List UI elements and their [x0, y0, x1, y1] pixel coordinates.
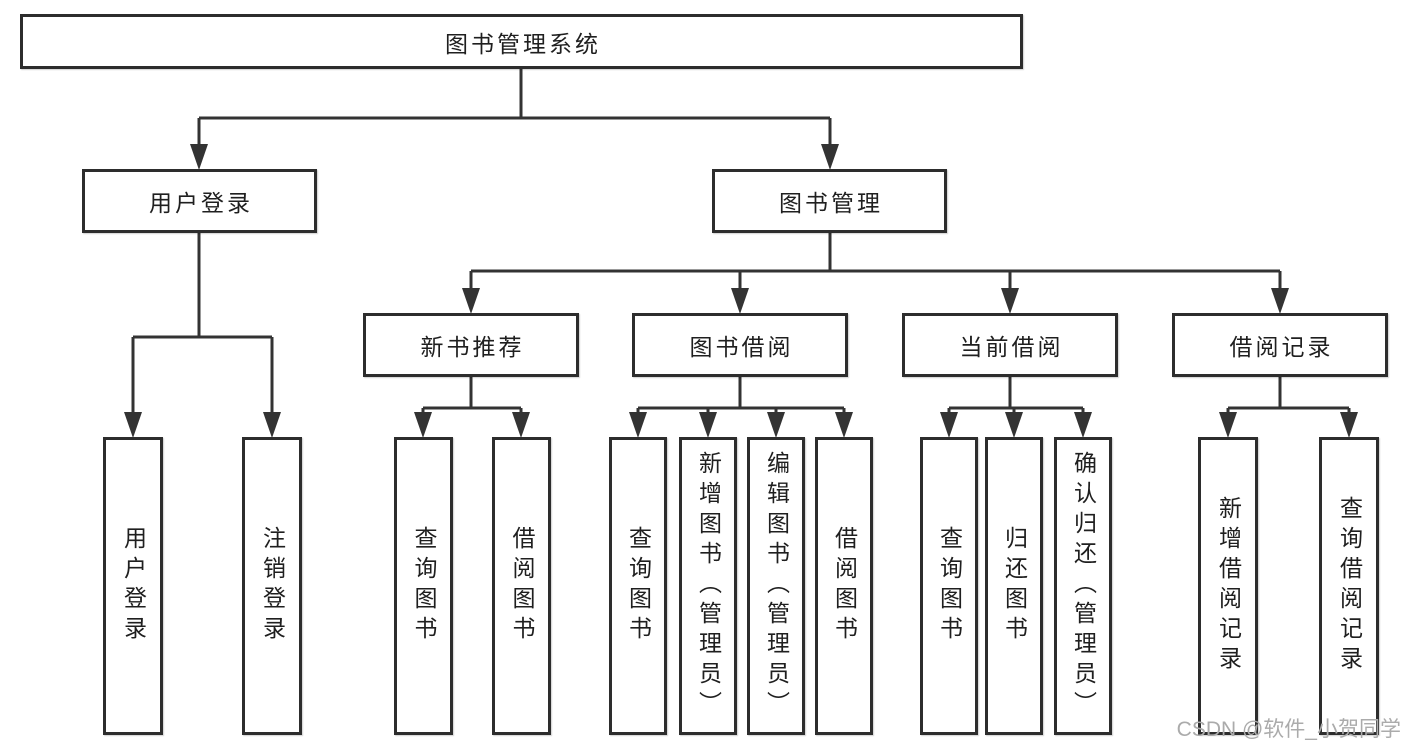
- edge-borrow-records-to-leaves: [1219, 377, 1358, 438]
- leaf-logout: 注销登录: [242, 437, 302, 735]
- leaf-bb-add-books-admin: 新增图书（管理员）: [679, 437, 737, 735]
- leaf-bb-edit-books-admin: 编辑图书（管理员）: [747, 437, 805, 735]
- node-user-login: 用户登录: [82, 169, 317, 233]
- leaf-nb-borrow-books: 借阅图书: [492, 437, 551, 735]
- csdn-watermark: CSDN @软件_小贺同学: [1176, 718, 1401, 741]
- edge-book-borrow-to-leaves: [629, 377, 853, 438]
- node-book-management: 图书管理: [712, 169, 947, 233]
- leaf-cb-return-books: 归还图书: [985, 437, 1043, 735]
- leaf-bb-query-books: 查询图书: [609, 437, 667, 735]
- leaf-nb-query-books: 查询图书: [394, 437, 453, 735]
- node-root-library-system: 图书管理系统: [20, 14, 1023, 69]
- edge-book-mgmt-to-level3: [462, 233, 1289, 314]
- leaf-cb-confirm-return-admin: 确认归还（管理员）: [1054, 437, 1112, 735]
- node-new-book-recommend: 新书推荐: [363, 313, 579, 377]
- leaf-br-query-record: 查询借阅记录: [1319, 437, 1379, 735]
- node-borrowing-records: 借阅记录: [1172, 313, 1388, 377]
- leaf-bb-borrow-books: 借阅图书: [815, 437, 873, 735]
- edge-new-books-to-leaves: [414, 377, 530, 438]
- leaf-user-login: 用户登录: [103, 437, 163, 735]
- edge-user-login-to-leaves: [124, 233, 281, 438]
- leaf-cb-query-books: 查询图书: [920, 437, 978, 735]
- node-current-borrowing: 当前借阅: [902, 313, 1118, 377]
- leaf-br-add-record: 新增借阅记录: [1198, 437, 1258, 735]
- edge-current-borrow-to-leaves: [940, 377, 1092, 438]
- node-book-borrowing: 图书借阅: [632, 313, 848, 377]
- edge-root-to-level2: [190, 69, 839, 170]
